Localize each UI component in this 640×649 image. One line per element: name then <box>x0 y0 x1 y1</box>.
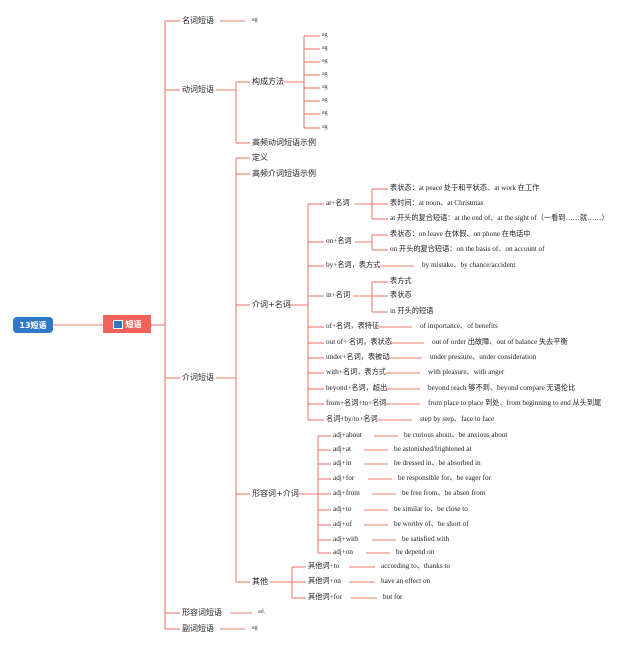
adj-phrase-leaf: ad. <box>258 609 266 615</box>
adj-prep-row-example: be satisfied with <box>402 535 450 543</box>
at-item: 表状态：at peace 处于和平状态、at work 在工作 <box>390 184 540 192</box>
adj-prep-row-label[interactable]: adj+with <box>333 535 359 543</box>
adj-prep-row-label[interactable]: adj+to <box>333 505 352 513</box>
adv-phrase-node[interactable]: 副词短语 <box>182 624 214 633</box>
adj-prep-node[interactable]: 形容词+介词 <box>252 489 299 498</box>
root-node[interactable]: 13短语 <box>13 317 53 333</box>
prep-noun-byto-example: step by step、face to face <box>420 415 495 423</box>
other-row-label[interactable]: 其他词+for <box>308 593 342 601</box>
adj-prep-row-label[interactable]: adj+at <box>333 445 352 453</box>
formation-leaf: ag <box>322 32 328 38</box>
formation-leaf: ag <box>322 58 328 64</box>
formation-leaf: ag <box>322 124 328 130</box>
formation-node[interactable]: 构成方法 <box>252 77 284 86</box>
verb-examples-node[interactable]: 高频动词短语示例 <box>252 138 316 147</box>
prep-noun-beyond-example: beyond reach 够不到、beyond compare 无语伦比 <box>428 384 576 392</box>
prep-noun-with-example: with pleasure、with anger <box>428 368 505 376</box>
formation-leaf: ag <box>322 45 328 51</box>
in-item: 表状态 <box>390 291 412 299</box>
prep-examples-node[interactable]: 高频介词短语示例 <box>252 169 316 178</box>
formation-leaf: ag <box>322 97 328 103</box>
prep-noun-fromto-node[interactable]: from+名词+to+名词 <box>326 399 387 407</box>
prep-noun-of-example: of importance、of benefits <box>420 322 498 330</box>
prep-noun-of-node[interactable]: of+名词，表特征 <box>326 322 380 330</box>
connector-lines <box>53 20 424 630</box>
in-item: in 开头的短语 <box>390 307 434 315</box>
prep-noun-by-node[interactable]: by+名词，表方式 <box>326 261 381 269</box>
formation-leaf: ag <box>322 110 328 116</box>
adj-prep-row-example: be curious about、be anxious about <box>404 431 508 439</box>
main-topic-node[interactable]: 短语 <box>103 315 151 333</box>
on-item: on 开头的复合短语：on the basis of、on account of <box>390 245 545 253</box>
main-topic-label: 短语 <box>125 319 142 329</box>
noun-phrase-leaf: ag <box>252 17 258 23</box>
definition-node[interactable]: 定义 <box>252 153 268 162</box>
prep-noun-on-node[interactable]: on+名词 <box>326 237 352 245</box>
adv-phrase-leaf: ag <box>252 625 258 631</box>
prep-noun-beyond-node[interactable]: beyond+名词，超出 <box>326 384 388 392</box>
noun-phrase-node[interactable]: 名词短语 <box>182 16 214 25</box>
other-row-example: but for <box>383 593 403 601</box>
on-item: 表状态：on leave 在休假、on phone 在电话中 <box>390 230 531 238</box>
adj-prep-row-label[interactable]: adj+about <box>333 431 362 439</box>
adj-prep-row-example: be dressed in、be absorbed in <box>394 459 481 467</box>
prep-phrase-node[interactable]: 介词短语 <box>182 373 214 382</box>
formation-leaf: ag <box>322 71 328 77</box>
other-node[interactable]: 其他 <box>252 577 268 586</box>
prep-noun-by-example: by mistake、by chance/accident <box>422 261 516 269</box>
prep-noun-node[interactable]: 介词+名词 <box>252 300 291 309</box>
adj-prep-row-example: be similar to、be close to <box>394 505 468 513</box>
root-label: 13短语 <box>19 320 47 330</box>
formation-leaf: ag <box>322 84 328 90</box>
other-row-label[interactable]: 其他词+on <box>308 577 341 585</box>
adj-prep-row-example: be astonished/frightened at <box>394 445 472 453</box>
adj-phrase-node[interactable]: 形容词短语 <box>182 608 222 617</box>
adj-prep-row-label[interactable]: adj+of <box>333 520 352 528</box>
adj-prep-row-example: be free from、be absen from <box>402 489 486 497</box>
adj-prep-row-label[interactable]: adj+for <box>333 474 355 482</box>
flag-icon <box>112 319 123 329</box>
prep-noun-under-example: under pressure、under consideration <box>430 353 537 361</box>
prep-noun-in-node[interactable]: in+名词 <box>326 291 351 299</box>
at-item: at 开头的复合短语：at the end of、at the sight of… <box>390 214 609 222</box>
other-row-label[interactable]: 其他词+to <box>308 562 340 570</box>
adj-prep-row-label[interactable]: adj+on <box>333 548 354 556</box>
adj-prep-row-example: be depend on <box>396 548 435 556</box>
prep-noun-fromto-example: from place to place 到处、from beginning to… <box>428 399 602 407</box>
other-row-example: have an effect on <box>381 577 431 585</box>
adj-prep-row-example: be responsible for、be eager for <box>398 474 491 482</box>
verb-phrase-node[interactable]: 动词短语 <box>182 85 214 94</box>
adj-prep-row-label[interactable]: adj+in <box>333 459 352 467</box>
other-row-example: according to、thanks to <box>381 562 451 570</box>
prep-noun-outof-node[interactable]: out of+ 名词，表状态 <box>326 338 392 346</box>
adj-prep-row-example: be worthy of、be short of <box>394 520 469 528</box>
in-item: 表方式 <box>390 277 412 285</box>
prep-noun-under-node[interactable]: under+名词，表被动 <box>326 353 390 361</box>
prep-noun-outof-example: out of order 出故障、out of balance 失去平衡 <box>432 338 568 346</box>
adj-prep-row-label[interactable]: adj+from <box>333 489 360 497</box>
prep-noun-byto-node[interactable]: 名词+by/to+名词 <box>326 415 378 423</box>
prep-noun-with-node[interactable]: with+名词，表方式 <box>326 368 386 376</box>
at-item: 表时间：at noon、at Christmas <box>390 199 484 207</box>
prep-noun-at-node[interactable]: at+名词 <box>326 199 350 207</box>
